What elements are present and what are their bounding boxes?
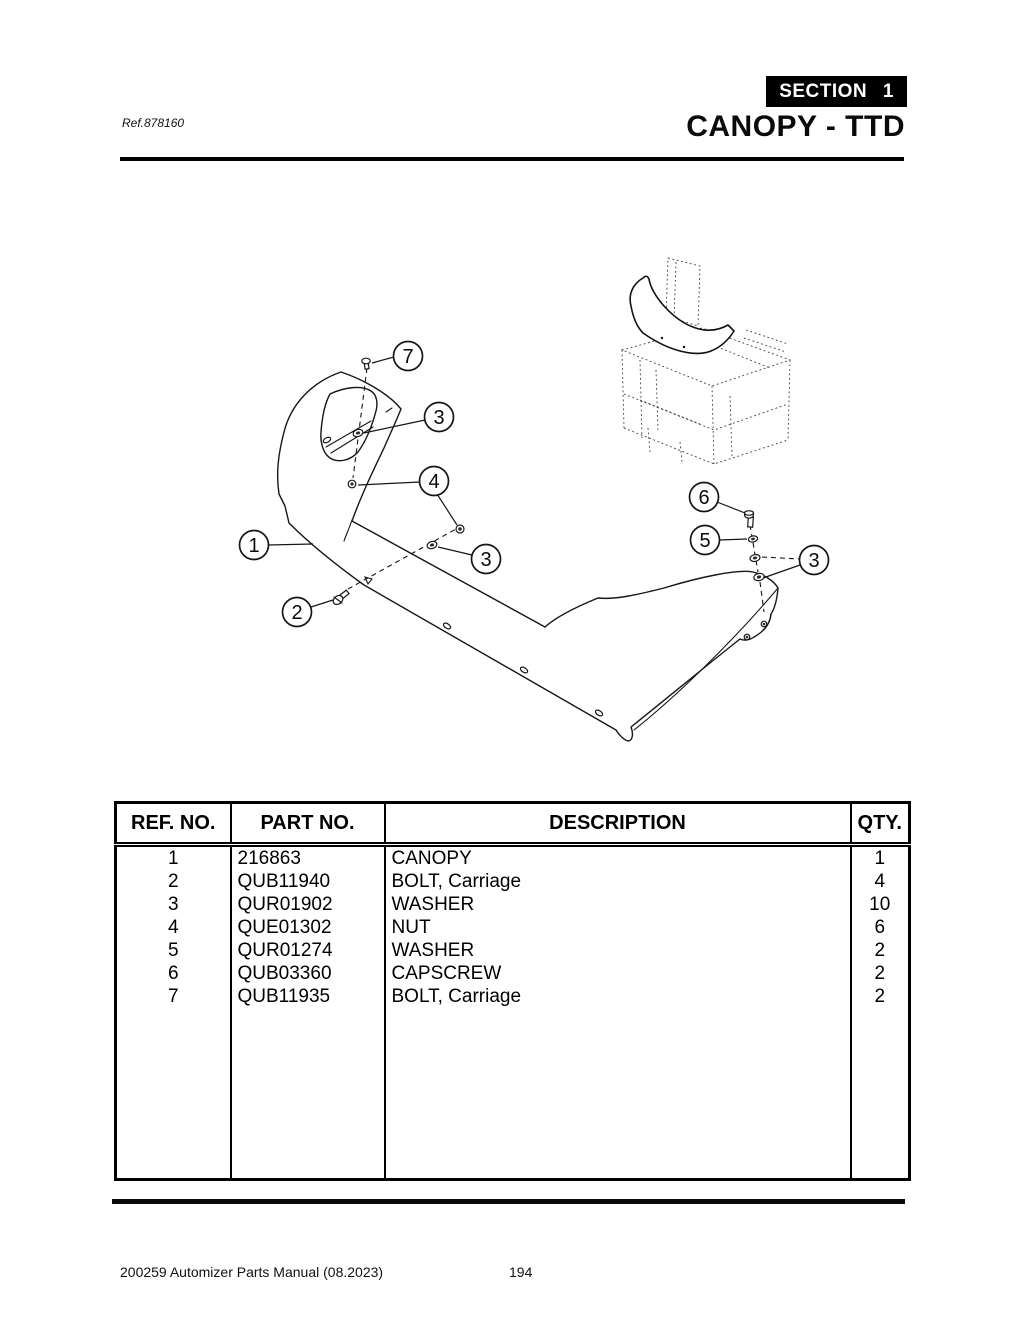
part-no-cell: QUB11935 — [229, 985, 386, 1008]
ref-no-cell: 7 — [114, 985, 232, 1008]
ref-no-cell: 1 — [114, 844, 232, 870]
footer-rule — [112, 1199, 905, 1204]
callout-6: 6 — [688, 481, 720, 513]
table-row: 7 QUB11935 BOLT, Carriage 2 — [114, 985, 911, 1008]
part-no-cell: QUB03360 — [229, 962, 386, 985]
mounting-hole — [594, 709, 604, 717]
qty-cell: 10 — [849, 893, 911, 916]
table-row: 1 216863 CANOPY 1 — [114, 844, 911, 870]
thumbnail-canopy-highlight — [629, 275, 735, 355]
part-no-cell: QUR01274 — [229, 939, 386, 962]
canopy-part-drawing — [276, 371, 779, 742]
svg-text:5: 5 — [699, 530, 710, 552]
svg-text:3: 3 — [808, 550, 819, 572]
ref-no-cell: 4 — [114, 916, 232, 939]
ref-no-cell: 5 — [114, 939, 232, 962]
qty-cell: 2 — [849, 939, 911, 962]
page-title: CANOPY - TTD — [686, 110, 905, 143]
ref-no-cell: 3 — [114, 893, 232, 916]
washer-3a — [352, 428, 364, 438]
square-hole — [364, 576, 373, 586]
callout-7: 7 — [392, 340, 424, 372]
assembly-axes — [347, 367, 800, 613]
callout-1: 1 — [238, 529, 270, 561]
qty-cell: 2 — [849, 985, 911, 1008]
callout-5: 5 — [689, 524, 721, 556]
table-row: 4 QUE01302 NUT 6 — [114, 916, 911, 939]
section-badge: SECTION 1 — [766, 76, 907, 107]
reference-number: Ref.878160 — [122, 116, 185, 130]
mounting-hole — [442, 622, 452, 630]
washer-5 — [747, 535, 759, 543]
svg-text:7: 7 — [402, 346, 413, 368]
description-cell: WASHER — [383, 893, 852, 916]
fastener-hardware — [332, 357, 765, 606]
carriage-bolt-7 — [361, 357, 371, 370]
qty-cell: 1 — [849, 844, 911, 870]
qty-cell: 2 — [849, 962, 911, 985]
qty-cell: 6 — [849, 916, 911, 939]
col-ref-no: REF. NO. — [114, 802, 232, 847]
washer-seated — [753, 572, 765, 582]
capscrew-6 — [743, 510, 755, 528]
canopy-fold-line — [633, 587, 779, 731]
table-row: 5 QUR01274 WASHER 2 — [114, 939, 911, 962]
callout-4: 4 — [418, 465, 450, 497]
callout-2: 2 — [281, 596, 313, 628]
callout-leaders — [267, 356, 801, 608]
description-cell: CAPSCREW — [383, 962, 852, 985]
parts-table-body: 1 216863 CANOPY 1 2 QUB11940 BOLT, Carri… — [114, 844, 911, 1180]
part-no-cell: QUR01902 — [229, 893, 386, 916]
svg-text:1: 1 — [248, 535, 259, 557]
part-no-cell: 216863 — [229, 844, 386, 870]
svg-text:2: 2 — [291, 602, 302, 624]
canopy-pocket-opening — [320, 386, 378, 462]
description-cell: WASHER — [383, 939, 852, 962]
svg-text:3: 3 — [480, 549, 491, 571]
svg-text:4: 4 — [428, 471, 439, 493]
machine-ghost-thumbnail — [620, 257, 792, 465]
svg-text:3: 3 — [433, 407, 444, 429]
table-row: 2 QUB11940 BOLT, Carriage 4 — [114, 870, 911, 893]
svg-text:6: 6 — [698, 487, 709, 509]
washer-3b — [426, 540, 438, 550]
footer-page-number: 194 — [509, 1264, 533, 1280]
description-cell: BOLT, Carriage — [383, 870, 852, 893]
nut-4a — [347, 479, 357, 489]
table-row: 6 QUB03360 CAPSCREW 2 — [114, 962, 911, 985]
col-description: DESCRIPTION — [383, 802, 852, 847]
description-cell: NUT — [383, 916, 852, 939]
carriage-bolt-2 — [332, 589, 350, 606]
footer-manual-title: 200259 Automizer Parts Manual (08.2023) — [120, 1264, 384, 1280]
part-no-cell: QUE01302 — [229, 916, 386, 939]
callouts: 7 3 4 1 3 2 6 — [238, 340, 830, 628]
parts-table: REF. NO. PART NO. DESCRIPTION QTY. 1 216… — [114, 801, 911, 1181]
part-no-cell: QUB11940 — [229, 870, 386, 893]
ref-no-cell: 2 — [114, 870, 232, 893]
callout-3-middle: 3 — [470, 543, 502, 575]
ref-no-cell: 6 — [114, 962, 232, 985]
description-cell: BOLT, Carriage — [383, 985, 852, 1008]
header-rule — [120, 157, 904, 161]
table-header-row: REF. NO. PART NO. DESCRIPTION QTY. — [114, 802, 911, 847]
washer-3c — [749, 553, 761, 563]
parts-table-header: REF. NO. PART NO. DESCRIPTION QTY. — [114, 802, 911, 847]
col-part-no: PART NO. — [229, 802, 386, 847]
table-filler-row — [114, 1008, 911, 1180]
col-qty: QTY. — [849, 802, 911, 847]
callout-3-right: 3 — [798, 544, 830, 576]
callout-3-top: 3 — [423, 401, 455, 433]
canopy-outline — [276, 371, 779, 742]
description-cell: CANOPY — [383, 844, 852, 870]
mounting-hole — [519, 666, 529, 674]
nut-4b — [455, 524, 465, 534]
qty-cell: 4 — [849, 870, 911, 893]
table-row: 3 QUR01902 WASHER 10 — [114, 893, 911, 916]
